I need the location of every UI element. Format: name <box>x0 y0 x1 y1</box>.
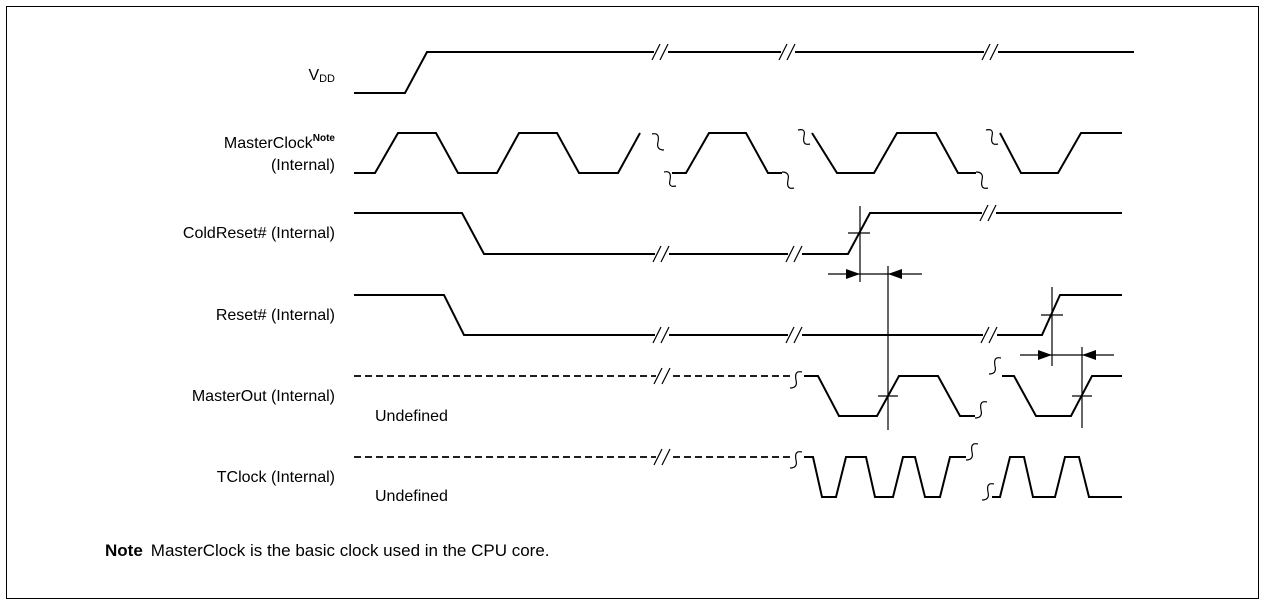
tclock-undefined-label: Undefined <box>375 488 448 505</box>
arrow-head <box>888 269 902 279</box>
break-mark <box>653 367 671 385</box>
masterclock-label: MasterClockNote <box>223 133 335 152</box>
break-mark <box>778 43 796 61</box>
break-mark <box>653 448 671 466</box>
reset-label: Reset# (Internal) <box>215 307 335 324</box>
break-mark <box>651 43 669 61</box>
masterclock-waveform <box>354 132 1122 174</box>
reset-waveform <box>354 294 1122 336</box>
break-mark <box>797 129 811 145</box>
arrow-head <box>1082 350 1096 360</box>
note-label: Note <box>105 541 143 560</box>
break-mark <box>652 326 670 344</box>
arrow-head <box>846 269 860 279</box>
coldreset-waveform <box>354 212 1122 255</box>
break-mark <box>981 43 999 61</box>
arrow-head <box>1038 350 1052 360</box>
coldreset-label: ColdReset# (Internal) <box>182 225 335 242</box>
timing-annotations <box>828 206 1114 430</box>
masterout-undefined-label: Undefined <box>375 408 448 425</box>
break-mark <box>663 171 677 187</box>
break-mark <box>785 245 803 263</box>
tclock-label: TClock (Internal) <box>216 469 335 486</box>
note: Note MasterClock is the basic clock used … <box>105 541 550 561</box>
break-mark <box>789 451 803 469</box>
break-mark <box>652 245 670 263</box>
masterout-waveform <box>354 375 1122 417</box>
vdd-label: VDD <box>308 67 335 85</box>
break-mark <box>781 171 795 189</box>
break-mark <box>988 357 1002 375</box>
break-mark <box>985 129 999 145</box>
masterout-label: MasterOut (Internal) <box>191 388 335 405</box>
break-marks <box>651 43 1002 501</box>
note-text: MasterClock is the basic clock used in t… <box>150 541 550 560</box>
break-mark <box>980 326 998 344</box>
break-mark <box>789 371 803 389</box>
break-mark <box>785 326 803 344</box>
break-mark <box>979 204 997 222</box>
break-mark <box>975 171 989 189</box>
break-mark <box>974 401 988 419</box>
break-mark <box>981 483 995 501</box>
tclock-waveform <box>354 456 1122 498</box>
break-mark <box>965 443 979 461</box>
masterclock-label-internal: (Internal) <box>270 157 335 174</box>
break-mark <box>651 133 665 151</box>
vdd-waveform <box>354 51 1134 94</box>
diagram-frame <box>6 6 1259 599</box>
